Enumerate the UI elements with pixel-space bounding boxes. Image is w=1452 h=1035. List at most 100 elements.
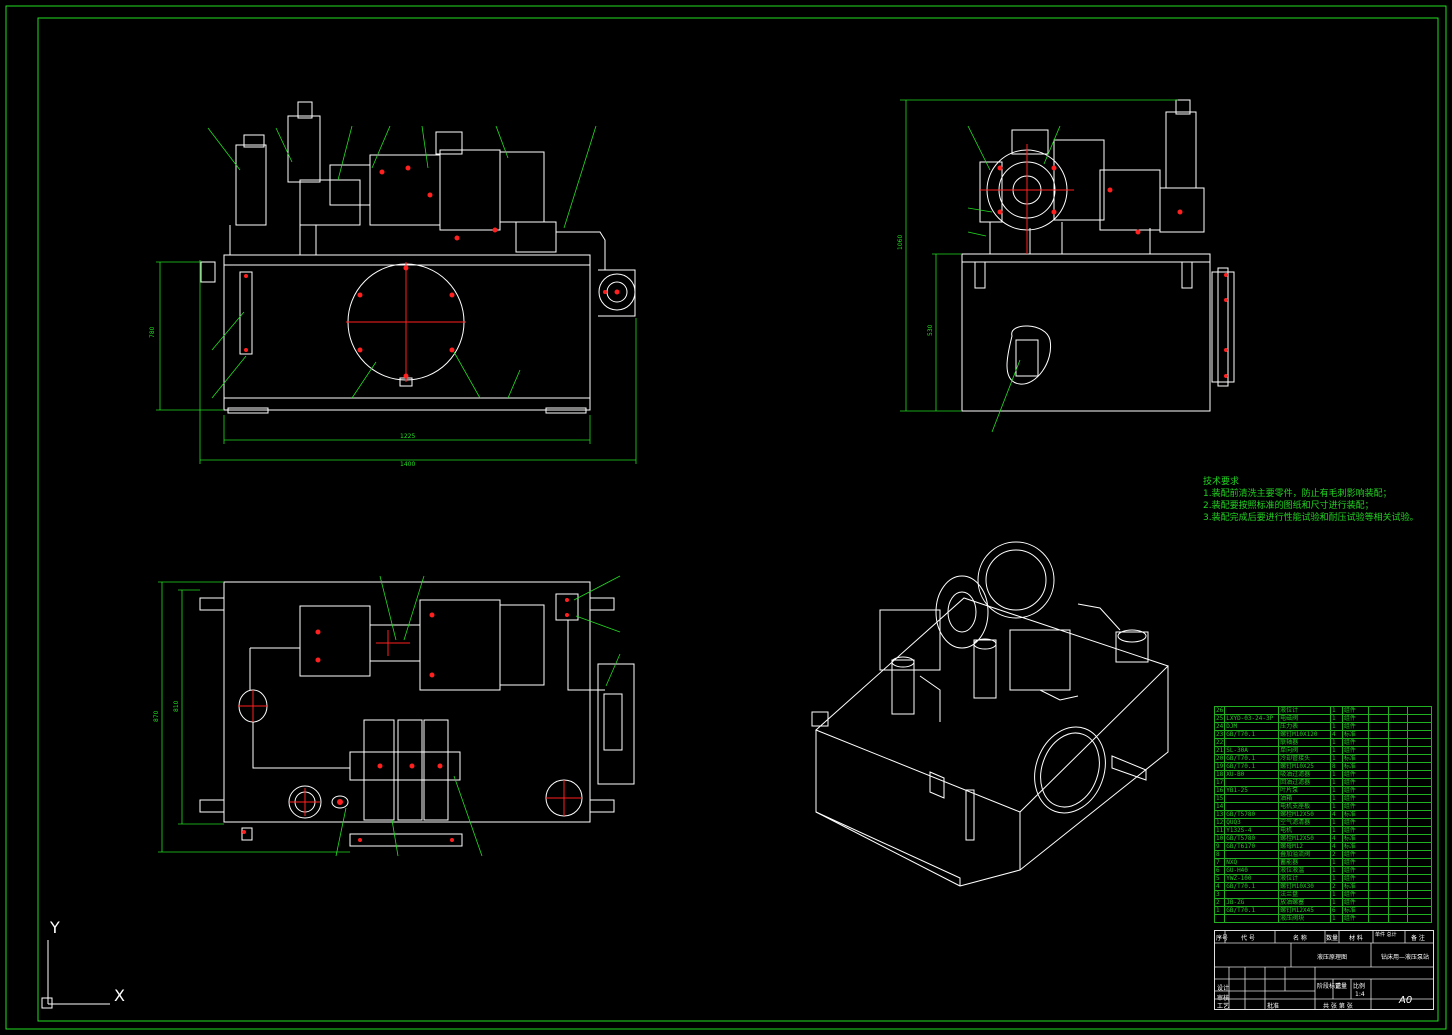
bom-cell [1387,890,1409,899]
bom-cell: QUQ3 [1224,818,1280,827]
bom-cell: 4 [1213,882,1226,891]
bom-cell [1387,730,1409,739]
bom-cell [1367,874,1389,883]
bom-cell: 1 [1330,778,1343,787]
bom-cell [1387,866,1409,875]
bom-cell [1367,826,1389,835]
bom-cell: 组件 [1341,802,1369,811]
bom-cell [1387,778,1409,787]
tb-ratio: 比例 [1353,983,1366,990]
bom-cell [1407,722,1432,731]
bom-cell: 1 [1330,754,1343,763]
bom-cell: 2 [1213,898,1226,907]
bom-cell: 1 [1330,898,1343,907]
tb-weight: 重量 [1335,983,1348,990]
bom-cell [1367,842,1389,851]
bom-cell [1367,802,1389,811]
title-block-grid [1215,931,1433,1009]
bom-cell: 组件 [1341,898,1369,907]
bom-cell: 组件 [1341,890,1369,899]
bom-cell [1367,722,1389,731]
bom-cell [1407,842,1432,851]
bom-cell: 1 [1330,722,1343,731]
bom-cell [1367,754,1389,763]
bom-cell: 液位计 [1278,874,1331,883]
bom-cell [1387,906,1409,915]
bom-cell [1407,890,1432,899]
bom-cell: 吸油过滤器 [1278,770,1331,779]
side-view-centerlines [980,144,1228,378]
bom-cell: XU-B0 [1224,770,1280,779]
bom-cell: 螺钉M10X30 [1278,882,1331,891]
technical-requirement-1: 1.装配前清洗主要零件，防止有毛刺影响装配； [1203,489,1392,499]
bom-cell: 1 [1330,890,1343,899]
bom-cell: 螺栓M12X50 [1278,810,1331,819]
bom-cell [1407,882,1432,891]
isometric-view [811,541,1169,887]
bom-cell: GB/T5780 [1224,810,1280,819]
bom-cell: 标准 [1341,810,1369,819]
bom-cell: 4 [1330,842,1343,851]
outer-border [5,5,1447,1030]
bom-cell: 标准 [1341,882,1369,891]
bom-cell: 1 [1330,706,1343,715]
bom-cell [1367,898,1389,907]
bom-cell: GB/T6170 [1224,842,1280,851]
bom-cell: 法兰盘 [1278,890,1331,899]
bom-cell: 1 [1330,714,1343,723]
bom-cell: Y132S-4 [1224,826,1280,835]
bom-cell: 电机 [1278,826,1331,835]
bom-cell: 24 [1213,722,1226,731]
bom-cell: 1 [1330,858,1343,867]
bom-cell: 5 [1213,874,1226,883]
bom-cell [1407,858,1432,867]
bom-cell [1407,898,1432,907]
bom-cell [1367,834,1389,843]
bom-cell: 4 [1330,834,1343,843]
bom-cell: 13 [1213,810,1226,819]
bom-cell [1367,762,1389,771]
bom-cell: 电机支座板 [1278,802,1331,811]
technical-requirement-2: 2.装配要按照标准的图纸和尺寸进行装配； [1203,501,1374,511]
bom-cell: 组件 [1341,770,1369,779]
bom-cell: 2 [1330,882,1343,891]
bom-cell [1407,874,1432,883]
bom-cell [1387,842,1409,851]
bom-cell [1213,914,1226,923]
dim-front-width-inner: 1225 [400,433,415,440]
bom-cell [1387,762,1409,771]
bom-cell [1387,810,1409,819]
bom-cell: 叶片泵 [1278,786,1331,795]
bom-cell: GB/T70.1 [1224,882,1280,891]
bom-cell: 组件 [1341,794,1369,803]
ucs-y-label: Y [50,918,60,937]
bom-cell: GB/T70.1 [1224,762,1280,771]
bom-cell: 7 [1213,858,1226,867]
tb-col-remark: 备 注 [1411,935,1425,942]
front-view-centerlines [244,165,620,382]
bom-cell [1387,858,1409,867]
side-view-dimension-text: 1060 530 [897,235,934,336]
bom-cell: 2 [1330,850,1343,859]
bom-cell [1387,874,1409,883]
bom-cell [1224,738,1280,747]
bom-cell: 电磁阀 [1278,714,1331,723]
bom-cell [1407,802,1432,811]
bom-cell: 标准 [1341,730,1369,739]
top-view-dimension-text: 870 810 [153,700,180,722]
bom-cell: 组件 [1341,914,1369,923]
bom-cell [1367,866,1389,875]
bom-cell: 组件 [1341,778,1369,787]
